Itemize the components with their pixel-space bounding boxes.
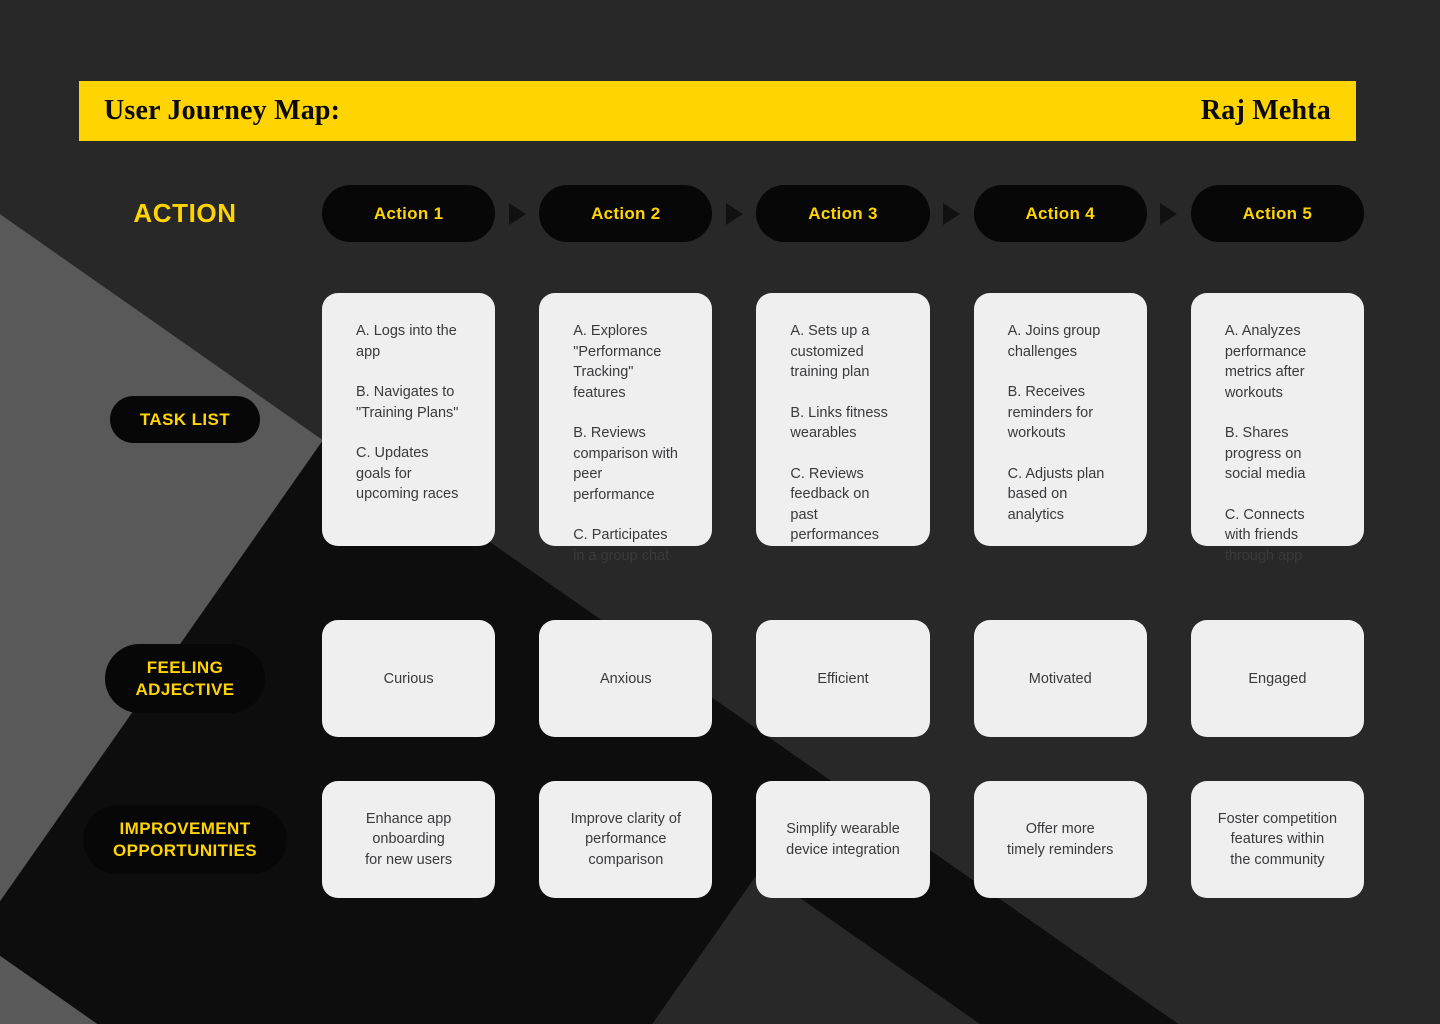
feeling-card-slot-5: Engaged (1190, 620, 1365, 737)
task-card-slot-2: A. Explores "Performance Tracking" featu… (539, 293, 713, 564)
feeling-adjective-row: Curious Anxious Efficient Motivated Enga… (322, 620, 1365, 737)
task-card-slot-1: A. Logs into the app B. Navigates to "Tr… (322, 293, 496, 546)
feeling-card-slot-1: Curious (322, 620, 496, 737)
improvement-card-slot-5: Foster competition features within the c… (1190, 781, 1365, 898)
card-gap (495, 781, 539, 898)
task-list-row: A. Logs into the app B. Navigates to "Tr… (322, 293, 1365, 564)
task-list-label-pill: TASK LIST (109, 395, 261, 444)
task-item: B. Reviews comparison with peer performa… (573, 425, 678, 503)
task-card-1[interactable]: A. Logs into the app B. Navigates to "Tr… (322, 293, 496, 546)
task-card-3[interactable]: A. Sets up a customized training plan B.… (756, 293, 930, 546)
persona-name: Raj Mehta (1200, 95, 1331, 126)
task-card-slot-4: A. Joins group challenges B. Receives re… (973, 293, 1147, 546)
action-pill-2[interactable]: Action 2 (539, 185, 713, 242)
improvement-card-slot-1: Enhance app onboarding for new users (322, 781, 496, 898)
arrow-right-triangle-icon (943, 202, 961, 225)
arrow-separator-2 (712, 202, 756, 225)
task-card-4[interactable]: A. Joins group challenges B. Receives re… (973, 293, 1147, 546)
task-item: A. Explores "Performance Tracking" featu… (573, 323, 662, 401)
task-item: C. Connects with friends through app (1224, 506, 1305, 564)
title-bar: User Journey Map: Raj Mehta (79, 81, 1356, 141)
task-item: A. Analyzes performance metrics after wo… (1224, 323, 1307, 401)
arrow-separator-1 (495, 202, 539, 225)
task-item: C. Adjusts plan based on analytics (1007, 465, 1105, 523)
task-item: C. Reviews feedback on past performances (790, 465, 880, 544)
card-gap (712, 293, 756, 546)
task-item: B. Navigates to "Training Plans" (356, 384, 459, 421)
action-label-text: ACTION (133, 198, 237, 228)
card-gap (930, 781, 974, 898)
improvement-card-4[interactable]: Offer more timely reminders (973, 781, 1147, 898)
task-item: B. Links fitness wearables (790, 404, 888, 442)
improvement-card-slot-3: Simplify wearable device integration (756, 781, 930, 898)
improvement-card-3[interactable]: Simplify wearable device integration (756, 781, 930, 898)
card-gap (930, 293, 974, 546)
feeling-card-3[interactable]: Efficient (756, 620, 930, 737)
task-item: B. Shares progress on social media (1224, 425, 1306, 482)
card-gap (1147, 620, 1191, 737)
task-card-2[interactable]: A. Explores "Performance Tracking" featu… (539, 293, 713, 564)
action-row-label: ACTION (60, 185, 310, 242)
arrow-right-triangle-icon (508, 202, 526, 225)
task-card-slot-5: A. Analyzes performance metrics after wo… (1190, 293, 1365, 564)
action-row: Action 1 Action 2 Action 3 Action 4 Acti… (322, 185, 1365, 242)
card-gap (712, 620, 756, 737)
feeling-card-2[interactable]: Anxious (539, 620, 713, 737)
improvement-opportunities-row: Enhance app onboarding for new users Imp… (322, 781, 1365, 898)
task-list-row-label: TASK LIST (60, 293, 310, 546)
card-gap (1147, 781, 1191, 898)
feeling-card-4[interactable]: Motivated (973, 620, 1147, 737)
task-item: C. Participates in a group chat (573, 527, 670, 564)
task-item: A. Logs into the app (356, 323, 457, 360)
improvement-card-slot-4: Offer more timely reminders (973, 781, 1147, 898)
card-gap (495, 620, 539, 737)
action-pill-3[interactable]: Action 3 (756, 185, 930, 242)
improvement-row-label: IMPROVEMENT OPPORTUNITIES (60, 781, 310, 898)
action-pill-5[interactable]: Action 5 (1190, 185, 1365, 242)
card-gap (1147, 293, 1191, 546)
task-card-slot-3: A. Sets up a customized training plan B.… (756, 293, 930, 546)
feeling-row-label: FEELING ADJECTIVE (60, 620, 310, 737)
arrow-right-triangle-icon (1160, 202, 1178, 225)
feeling-card-5[interactable]: Engaged (1190, 620, 1365, 737)
task-item: C. Updates goals for upcoming races (356, 445, 459, 502)
arrow-separator-3 (930, 202, 974, 225)
card-gap (930, 620, 974, 737)
feeling-card-slot-4: Motivated (973, 620, 1147, 737)
improvement-card-1[interactable]: Enhance app onboarding for new users (322, 781, 496, 898)
feeling-adjective-label-pill: FEELING ADJECTIVE (105, 644, 265, 713)
improvement-card-2[interactable]: Improve clarity of performance compariso… (539, 781, 713, 898)
task-item: A. Joins group challenges (1007, 323, 1101, 360)
card-gap (712, 781, 756, 898)
task-card-5[interactable]: A. Analyzes performance metrics after wo… (1190, 293, 1365, 564)
improvement-card-slot-2: Improve clarity of performance compariso… (539, 781, 713, 898)
action-pill-1[interactable]: Action 1 (322, 185, 496, 242)
action-pill-4[interactable]: Action 4 (973, 185, 1147, 242)
page-title: User Journey Map: (104, 95, 341, 126)
improvement-card-5[interactable]: Foster competition features within the c… (1190, 781, 1365, 898)
improvement-opportunities-label-pill: IMPROVEMENT OPPORTUNITIES (82, 805, 288, 874)
arrow-separator-4 (1147, 202, 1191, 225)
task-item: A. Sets up a customized training plan (790, 323, 870, 380)
feeling-card-slot-2: Anxious (539, 620, 713, 737)
feeling-card-slot-3: Efficient (756, 620, 930, 737)
feeling-card-1[interactable]: Curious (322, 620, 496, 737)
arrow-right-triangle-icon (725, 202, 743, 225)
card-gap (495, 293, 539, 546)
task-item: B. Receives reminders for workouts (1007, 384, 1094, 441)
